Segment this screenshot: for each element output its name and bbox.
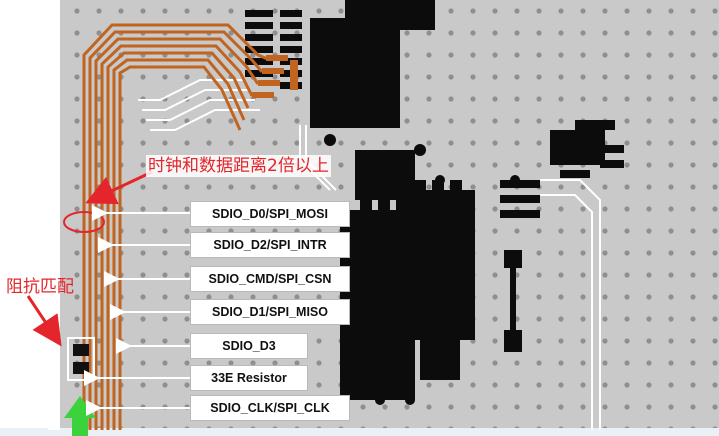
- white-traces: [138, 79, 601, 430]
- ellipse-highlight: [63, 211, 105, 233]
- bottom-strip: [0, 428, 719, 436]
- ic-pads: [245, 10, 624, 356]
- board-edge: [48, 0, 60, 430]
- label-sdio-clk: SDIO_CLK/SPI_CLK: [190, 395, 350, 421]
- label-33e-resistor: 33E Resistor: [190, 365, 308, 391]
- impedance-note: 阻抗匹配: [6, 277, 74, 297]
- arrow-icon-impedance: [26, 295, 62, 347]
- arrow-icon: [85, 170, 153, 205]
- test-point: [504, 250, 522, 352]
- copper-pours: [310, 0, 605, 400]
- orange-trace-bundle: [82, 23, 271, 430]
- orange-pads: [252, 55, 298, 98]
- label-sdio-cmd: SDIO_CMD/SPI_CSN: [190, 266, 350, 292]
- vias: [324, 114, 605, 405]
- label-sdio-d1: SDIO_D1/SPI_MISO: [190, 299, 350, 325]
- arrow-up-icon: [64, 396, 96, 436]
- spacing-note: 时钟和数据距离2倍以上: [146, 155, 331, 177]
- label-sdio-d2: SDIO_D2/SPI_INTR: [190, 232, 350, 258]
- label-sdio-d0: SDIO_D0/SPI_MOSI: [190, 201, 350, 227]
- callout-arrows: [84, 205, 190, 416]
- label-sdio-d3: SDIO_D3: [190, 333, 308, 359]
